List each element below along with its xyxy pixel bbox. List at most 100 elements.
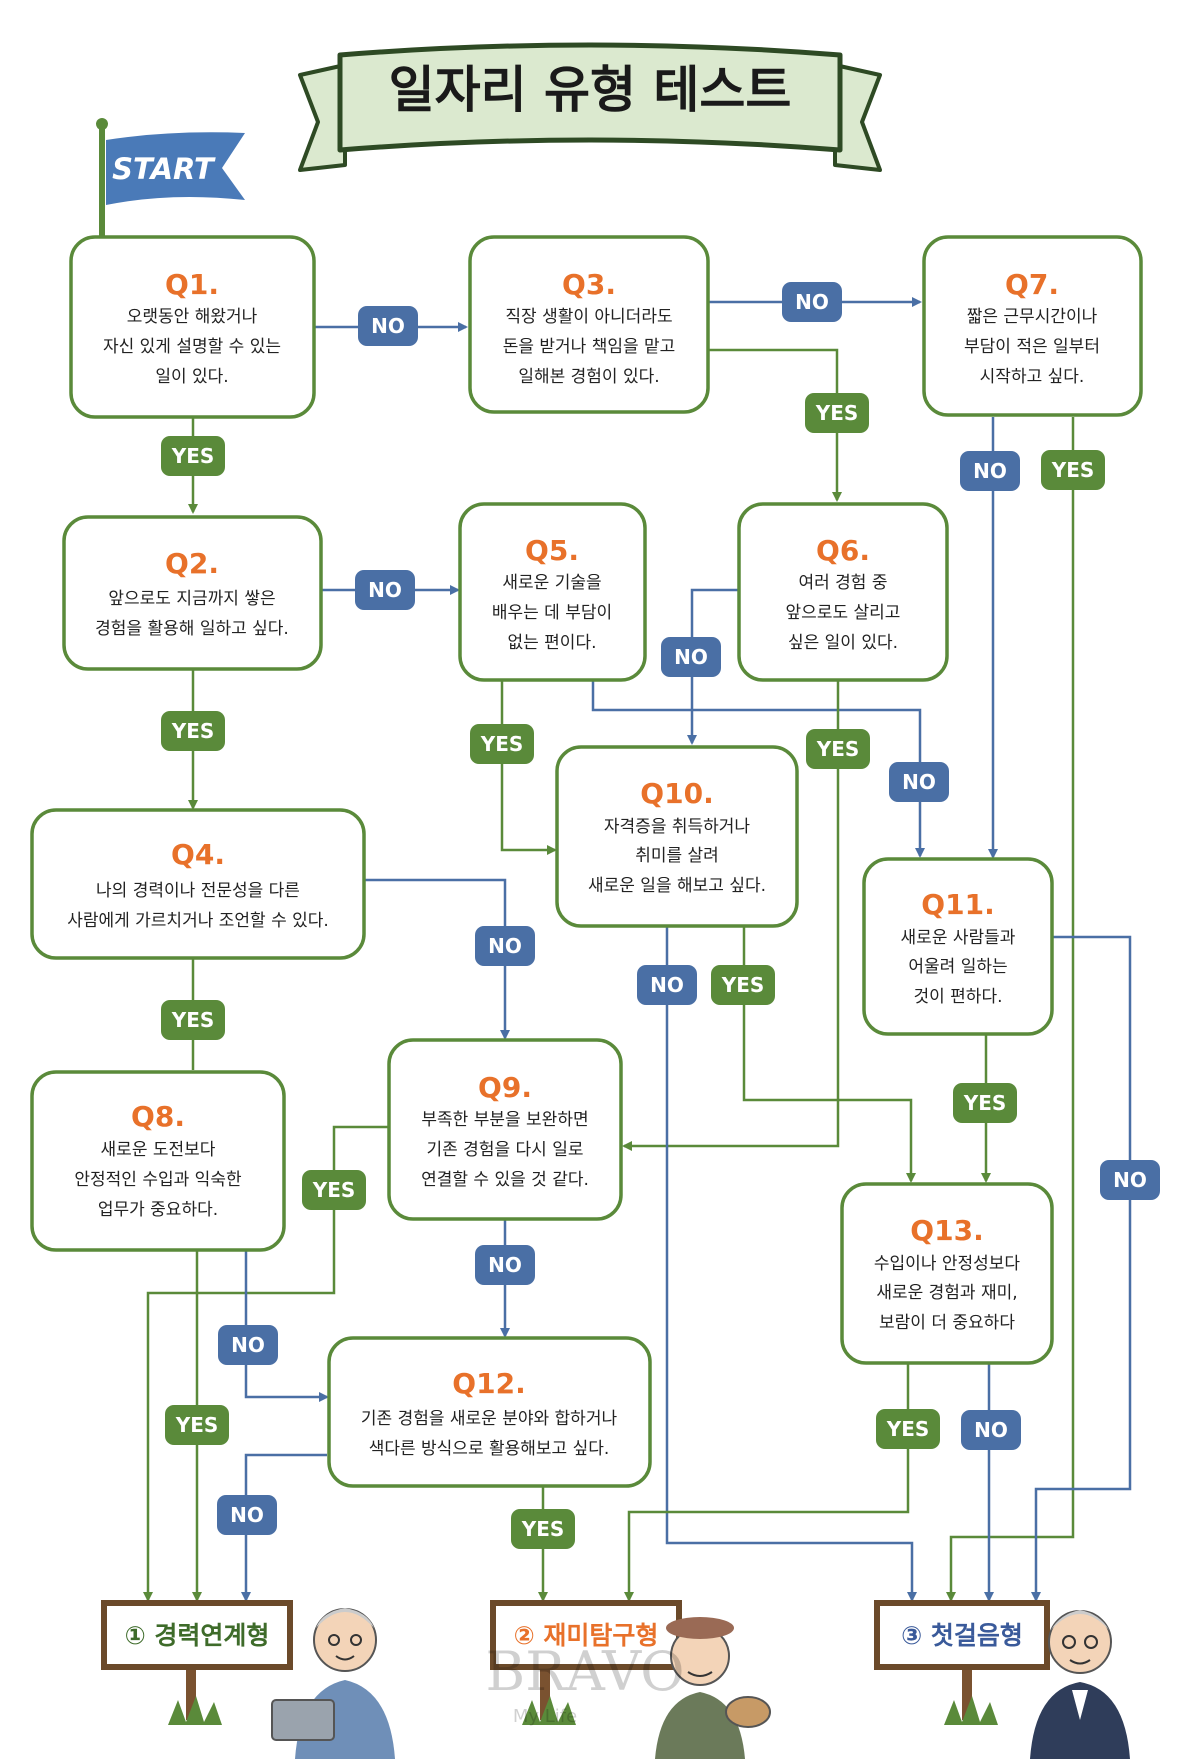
svg-text:YES: YES [521, 1517, 565, 1541]
elderly-man-suit-illustration [1030, 1610, 1130, 1759]
svg-text:YES: YES [312, 1178, 356, 1202]
question-q6: Q6. 여러 경험 중 앞으로도 살리고 싶은 일이 있다. [737, 502, 949, 682]
q11-label: Q11. [921, 888, 994, 921]
result-label-1: ① 경력연계형 [125, 1621, 270, 1650]
svg-text:YES: YES [1051, 458, 1095, 482]
answer-badges: NO NO NO NO NO NO NO NO NO NO NO NO NO Y… [161, 282, 1160, 1549]
q6-line-1: 여러 경험 중 [798, 573, 887, 593]
badge-yes: YES [1041, 450, 1105, 490]
q3-line-3: 일해본 경험이 있다. [518, 367, 659, 387]
svg-text:YES: YES [886, 1417, 930, 1441]
badge-yes: YES [511, 1509, 575, 1549]
q11-line-1: 새로운 사람들과 [901, 928, 1016, 948]
badge-no: NO [661, 637, 721, 677]
q6-label: Q6. [816, 534, 870, 567]
badge-no: NO [782, 282, 842, 322]
svg-text:NO: NO [674, 645, 708, 669]
q13-line-3: 보람이 더 중요하다 [879, 1313, 1015, 1333]
svg-text:YES: YES [171, 719, 215, 743]
svg-text:NO: NO [488, 934, 522, 958]
badge-yes: YES [953, 1083, 1017, 1123]
result-sign-1: ① 경력연계형 [101, 1600, 293, 1725]
q8-line-2: 안정적인 수입과 익숙한 [74, 1170, 242, 1190]
badge-no: NO [1100, 1160, 1160, 1200]
q13-line-1: 수입이나 안정성보다 [874, 1254, 1021, 1274]
result-label-2: ② 재미탐구형 [514, 1621, 659, 1650]
svg-text:NO: NO [368, 578, 402, 602]
q2-line-1: 앞으로도 지금까지 쌓은 [108, 589, 275, 609]
q1-line-2: 자신 있게 설명할 수 있는 [103, 337, 281, 357]
q5-label: Q5. [525, 534, 579, 567]
badge-no: NO [961, 1410, 1021, 1450]
q10-label: Q10. [640, 777, 713, 810]
q6-line-3: 싶은 일이 있다. [788, 633, 898, 653]
elderly-woman-painter-illustration [655, 1617, 771, 1759]
q5-line-1: 새로운 기술을 [502, 573, 601, 593]
svg-text:YES: YES [963, 1091, 1007, 1115]
question-q3: Q3. 직장 생활이 아니더라도 돈을 받거나 책임을 맡고 일해본 경험이 있… [468, 235, 710, 414]
question-q13: Q13. 수입이나 안정성보다 새로운 경험과 재미, 보람이 더 중요하다 [840, 1182, 1054, 1365]
q9-label: Q9. [478, 1071, 532, 1104]
page-title: 일자리 유형 테스트 [389, 61, 792, 119]
svg-text:NO: NO [1113, 1168, 1147, 1192]
badge-no: NO [475, 926, 535, 966]
watermark-sub: My Life [513, 1706, 577, 1727]
question-q4: Q4. 나의 경력이나 전문성을 다른 사람에게 가르치거나 조언할 수 있다. [30, 808, 366, 960]
start-flag: START [96, 118, 245, 238]
svg-text:YES: YES [480, 732, 524, 756]
q7-line-2: 부담이 적은 일부터 [964, 337, 1100, 357]
q13-label: Q13. [910, 1214, 983, 1247]
question-q1: Q1. 오랫동안 해왔거나 자신 있게 설명할 수 있는 일이 있다. [69, 235, 316, 419]
badge-no: NO [637, 965, 697, 1005]
badge-no: NO [889, 762, 949, 802]
badge-yes: YES [302, 1170, 366, 1210]
svg-text:NO: NO [650, 973, 684, 997]
svg-text:NO: NO [230, 1503, 264, 1527]
q7-line-1: 짧은 근무시간이나 [967, 307, 1098, 327]
question-q7: Q7. 짧은 근무시간이나 부담이 적은 일부터 시작하고 싶다. [922, 235, 1143, 417]
q11-line-3: 것이 편하다. [913, 987, 1002, 1007]
q8-label: Q8. [131, 1100, 185, 1133]
question-q8: Q8. 새로운 도전보다 안정적인 수입과 익숙한 업무가 중요하다. [30, 1070, 286, 1252]
badge-yes: YES [876, 1409, 940, 1449]
badge-no: NO [475, 1245, 535, 1285]
q4-label: Q4. [171, 838, 225, 871]
badge-yes: YES [711, 965, 775, 1005]
svg-text:NO: NO [488, 1253, 522, 1277]
q1-line-3: 일이 있다. [155, 367, 228, 387]
svg-text:YES: YES [815, 401, 859, 425]
q7-line-3: 시작하고 싶다. [980, 367, 1085, 387]
question-q5: Q5. 새로운 기술을 배우는 데 부담이 없는 편이다. [458, 502, 647, 682]
q7-label: Q7. [1005, 268, 1059, 301]
svg-text:NO: NO [973, 459, 1007, 483]
badge-no: NO [960, 451, 1020, 491]
svg-text:NO: NO [902, 770, 936, 794]
q10-line-1: 자격증을 취득하거나 [604, 817, 751, 837]
question-q12: Q12. 기존 경험을 새로운 분야와 합하거나 색다른 방식으로 활용해보고 … [327, 1336, 652, 1488]
svg-text:YES: YES [816, 737, 860, 761]
q8-line-3: 업무가 중요하다. [98, 1200, 218, 1220]
q10-line-2: 취미를 살려 [635, 846, 719, 866]
svg-text:YES: YES [721, 973, 765, 997]
svg-text:YES: YES [171, 444, 215, 468]
result-label-3: ③ 첫걸음형 [901, 1621, 1023, 1650]
q3-label: Q3. [562, 268, 616, 301]
q1-label: Q1. [165, 268, 219, 301]
svg-text:NO: NO [795, 290, 829, 314]
watermark: BRAVO My Life [486, 1640, 685, 1727]
svg-text:NO: NO [371, 314, 405, 338]
q3-line-1: 직장 생활이 아니더라도 [505, 307, 672, 327]
badge-yes: YES [161, 1000, 225, 1040]
svg-text:NO: NO [974, 1418, 1008, 1442]
q4-line-1: 나의 경력이나 전문성을 다른 [96, 881, 300, 901]
q2-line-2: 경험을 활용해 일하고 싶다. [95, 619, 289, 639]
watermark-main: BRAVO [486, 1640, 685, 1703]
q2-label: Q2. [165, 547, 219, 580]
svg-text:NO: NO [231, 1333, 265, 1357]
q12-line-2: 색다른 방식으로 활용해보고 싶다. [369, 1439, 610, 1459]
connectors [143, 297, 1132, 1602]
badge-no: NO [218, 1325, 278, 1365]
q9-line-1: 부족한 부분을 보완하면 [421, 1110, 588, 1130]
q5-line-3: 없는 편이다. [507, 633, 596, 653]
badge-yes: YES [470, 724, 534, 764]
